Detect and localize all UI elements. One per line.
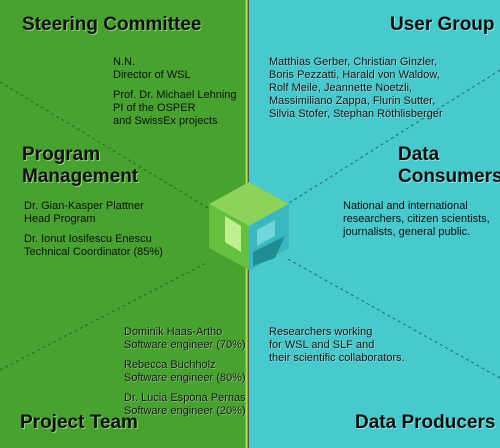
data-producers-line: for WSL and SLF and	[269, 339, 375, 351]
data-consumers-title: Data Consumers	[398, 144, 500, 188]
data-producers-line: Researchers working	[269, 326, 373, 338]
program-management-line: Dr. Gian-Kasper Plattner	[24, 200, 144, 212]
data-producers-description: Researchers working for WSL and SLF and …	[269, 326, 405, 365]
user-group-line: Rolf Meile, Jeannette Noetzli,	[269, 82, 413, 94]
project-team-line: Software engineer (80%)	[124, 372, 246, 384]
data-consumers-line: journalists, general public.	[343, 226, 471, 238]
user-group-line: Massimiliano Zappa, Flurin Sutter,	[269, 95, 436, 107]
program-management-line: Technical Coordinator (85%)	[24, 246, 163, 258]
project-team-line: Software engineer (20%)	[124, 405, 246, 417]
user-group-title: User Group	[390, 14, 495, 35]
program-management-title-line: Program	[22, 144, 101, 165]
user-group-line: Matthias Gerber, Christian Ginzler,	[269, 56, 438, 68]
project-team-title: Project Team	[20, 412, 138, 433]
steering-line: and SwissEx projects	[113, 115, 218, 127]
hexagonal-logo-icon	[209, 182, 289, 270]
steering-line: Prof. Dr. Michael Lehning	[113, 89, 237, 101]
user-group-line: Boris Pezzatti, Harald von Waldow,	[269, 69, 440, 81]
program-management-line: Head Program	[24, 213, 96, 225]
data-producers-line: their scientific collaborators.	[269, 352, 405, 364]
project-team-members: Dominik Haas-Artho Software engineer (70…	[124, 326, 246, 418]
project-team-line: Dominik Haas-Artho	[124, 326, 223, 338]
user-group-line: Silvia Stofer, Stephan Röthlisberger	[269, 108, 443, 120]
project-team-line: Software engineer (70%)	[124, 339, 246, 351]
steering-line: Director of WSL	[113, 69, 191, 81]
project-team-line: Dr. Lucia Espona Pernas	[124, 392, 246, 404]
program-management-members: Dr. Gian-Kasper Plattner Head Program Dr…	[24, 200, 163, 259]
data-consumers-description: National and international researchers, …	[343, 200, 490, 239]
right-panel	[249, 0, 500, 448]
steering-committee-title: Steering Committee	[22, 14, 202, 35]
steering-line: N.N.	[113, 56, 135, 68]
steering-line: PI of the OSPER	[113, 102, 196, 114]
steering-committee-members: N.N. Director of WSL Prof. Dr. Michael L…	[113, 56, 237, 128]
program-management-title-line: Management	[22, 166, 139, 187]
data-consumers-title-line: Consumers	[398, 166, 500, 187]
program-management-title: Program Management	[22, 144, 138, 188]
project-team-line: Rebecca Buchholz	[124, 359, 216, 371]
data-consumers-line: researchers, citizen scientists,	[343, 213, 490, 225]
left-panel	[0, 0, 249, 448]
program-management-line: Dr. Ionut Iosifescu Enescu	[24, 233, 152, 245]
data-consumers-line: National and international	[343, 200, 468, 212]
data-consumers-title-line: Data	[398, 144, 440, 165]
user-group-members: Matthias Gerber, Christian Ginzler, Bori…	[269, 56, 443, 121]
data-producers-title: Data Producers	[355, 412, 496, 433]
